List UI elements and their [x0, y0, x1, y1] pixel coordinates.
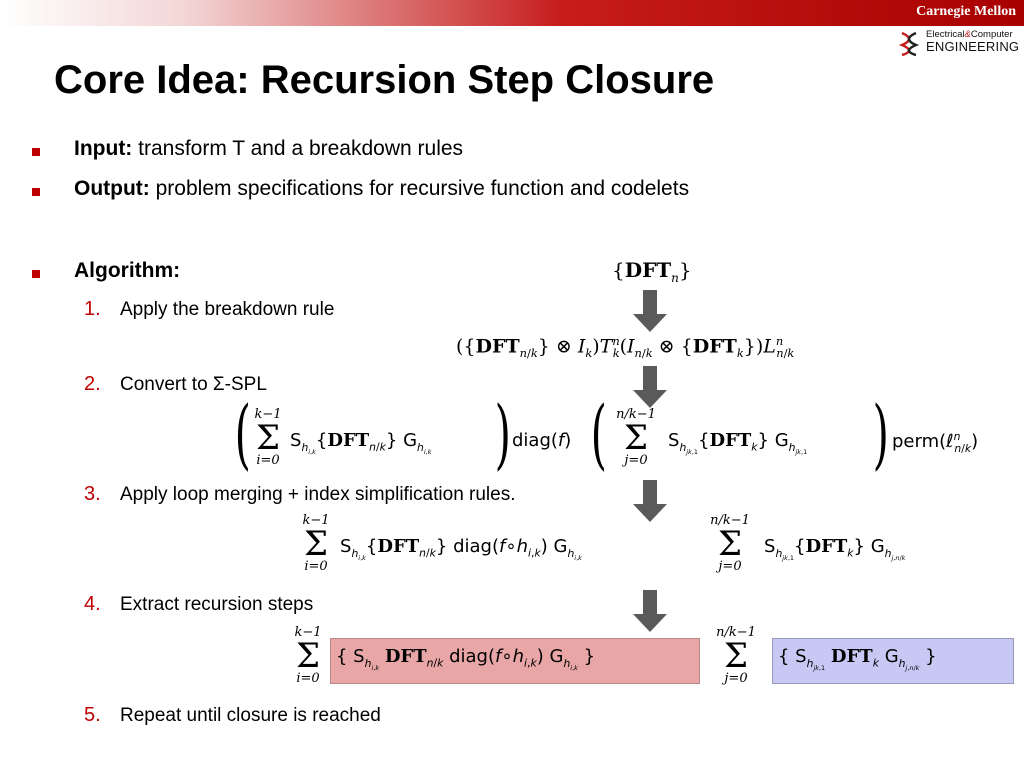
department-line-2: ENGINEERING [926, 39, 1020, 54]
formula-merged-part1: Shi,k{DFTn/k} diag(f∘hi,k) Ghi,k [340, 536, 582, 562]
step-text: Apply the breakdown rule [120, 299, 335, 320]
bullet-algorithm: Algorithm: [74, 259, 181, 282]
formula-sigma-spl-part2: Shjk,1{DFTk} Ghjk,1 [668, 430, 808, 456]
paren-left: ( [234, 389, 251, 478]
bullet-marker [32, 270, 40, 278]
paren-left: ( [590, 389, 607, 478]
step-number: 1. [84, 298, 101, 320]
department-logo: Electrical&Computer ENGINEERING [896, 29, 1020, 57]
header-bar: Carnegie Mellon [0, 0, 1024, 26]
paren-right: ) [494, 389, 511, 478]
formula-diag-f: diag(f) [512, 430, 572, 451]
formula-merged-part2: Shjk,1{DFTk} Ghj,n/k [764, 536, 906, 562]
step-text: Extract recursion steps [120, 594, 314, 615]
bullet-marker [32, 148, 40, 156]
brand-name: Carnegie Mellon [916, 4, 1016, 19]
recursion-step-highlight-red [330, 638, 700, 684]
bullet-marker [32, 188, 40, 196]
arrow-down-icon [633, 366, 667, 408]
arrow-down-icon [633, 290, 667, 332]
bullet-output: Output: problem specifications for recur… [74, 177, 690, 200]
step-text: Repeat until closure is reached [120, 705, 381, 726]
formula-breakdown-rule: ({DFTn/k} ⊗ Ik)Tnk(In/k ⊗ {DFTk})Lnn/k [456, 334, 795, 361]
step-number: 3. [84, 483, 101, 505]
step-number: 4. [84, 593, 101, 615]
formula-recursion-step-1: { Shi,k DFTn/k diag(f∘hi,k) Ghi,k } [336, 646, 596, 672]
slide-title: Core Idea: Recursion Step Closure [54, 58, 715, 102]
paren-right: ) [872, 389, 889, 478]
formula-sigma-spl-part1: Shi,k{DFTn/k} Ghi,k [290, 430, 432, 456]
arrow-down-icon [633, 590, 667, 632]
step-number: 5. [84, 704, 101, 726]
formula-perm: perm(ℓnn/k) [892, 430, 979, 455]
bullet-input: Input: transform T and a breakdown rules [74, 137, 464, 160]
formula-dft-n: {DFTn} [612, 258, 692, 285]
formula-recursion-step-2: { Shjk,1 DFTk Ghj,n/k } [778, 646, 937, 672]
step-text: Apply loop merging + index simplificatio… [120, 484, 516, 505]
double-helix-logo-icon [898, 31, 920, 56]
step-text: Convert to Σ-SPL [120, 374, 267, 395]
department-line-1: Electrical&Computer [926, 29, 1013, 40]
arrow-down-icon [633, 480, 667, 522]
step-number: 2. [84, 373, 101, 395]
recursion-step-highlight-blue [772, 638, 1014, 684]
